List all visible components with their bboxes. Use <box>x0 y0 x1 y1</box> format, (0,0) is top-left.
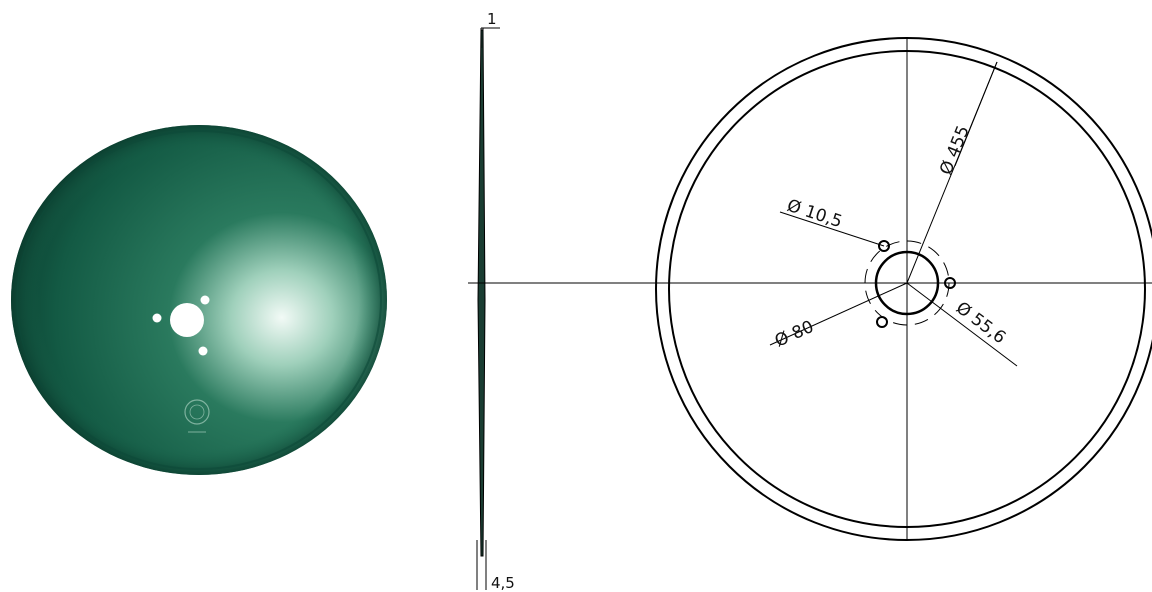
outer-diameter-label: Ø 455 <box>936 123 974 178</box>
disc-bolt-hole-top <box>200 295 210 305</box>
profile-view <box>476 27 500 590</box>
bolt-hole-1 <box>878 240 890 252</box>
bolt-circle-leader <box>769 282 908 346</box>
disc-bolt-hole-left <box>152 313 162 323</box>
front-view <box>655 37 1152 541</box>
bolt-hole-leader <box>779 211 885 247</box>
profile-blade <box>477 29 486 557</box>
disc-stamp-logo <box>184 399 210 433</box>
disc-photo <box>11 125 387 475</box>
bolt-circle <box>864 240 950 326</box>
bolt-hole-label: Ø 10,5 <box>784 196 844 233</box>
disc-center-bore <box>170 303 204 337</box>
outer-rim-circle <box>655 37 1152 541</box>
bolt-circle-label: Ø 80 <box>772 317 817 352</box>
disc-rim-shade <box>11 125 387 475</box>
disc-rim-edge <box>16 130 382 470</box>
center-bore-leader <box>906 282 1018 367</box>
center-bore-circle <box>874 250 940 316</box>
profile-hub-thickness-label: 4,5 <box>491 574 515 592</box>
disc-bolt-hole-bottom <box>198 346 208 356</box>
profile-edge-thickness-label: 1 <box>487 10 497 28</box>
outer-diameter-leader-ext <box>954 61 998 167</box>
bolt-hole-2 <box>944 277 956 289</box>
bolt-hole-3 <box>876 316 888 328</box>
